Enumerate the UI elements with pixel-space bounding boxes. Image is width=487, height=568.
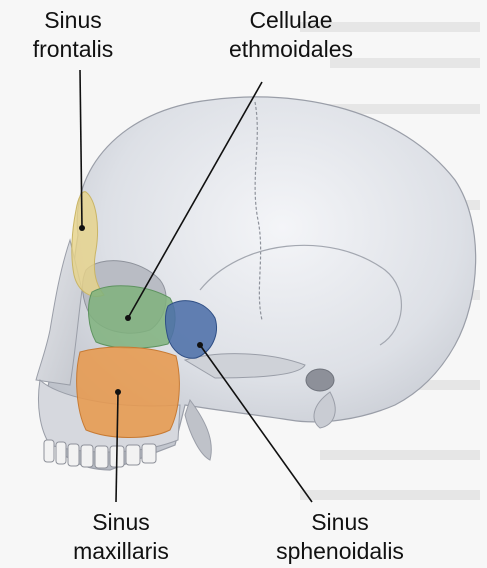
tooth: [68, 444, 79, 466]
tooth: [44, 440, 54, 462]
external-acoustic-meatus: [306, 369, 334, 391]
maxillary-sinus: [77, 347, 180, 437]
tooth: [81, 445, 93, 467]
tooth: [142, 444, 156, 463]
label-sinus-sphenoidalis: Sinus sphenoidalis: [250, 508, 430, 566]
leader-dot-frontalis: [79, 225, 85, 231]
label-sinus-frontalis: Sinus frontalis: [18, 6, 128, 64]
label-sinus-maxillaris: Sinus maxillaris: [46, 508, 196, 566]
bg-line: [300, 490, 480, 500]
tooth: [56, 442, 66, 464]
ethmoid-cells: [89, 286, 176, 349]
tooth: [126, 445, 140, 465]
leader-dot-maxillaris: [115, 389, 121, 395]
label-cellulae-ethmoidales: Cellulae ethmoidales: [206, 6, 376, 64]
leader-dot-ethmoidales: [125, 315, 131, 321]
bg-line: [320, 450, 480, 460]
leader-dot-sphenoidalis: [197, 342, 203, 348]
tooth: [95, 446, 108, 468]
